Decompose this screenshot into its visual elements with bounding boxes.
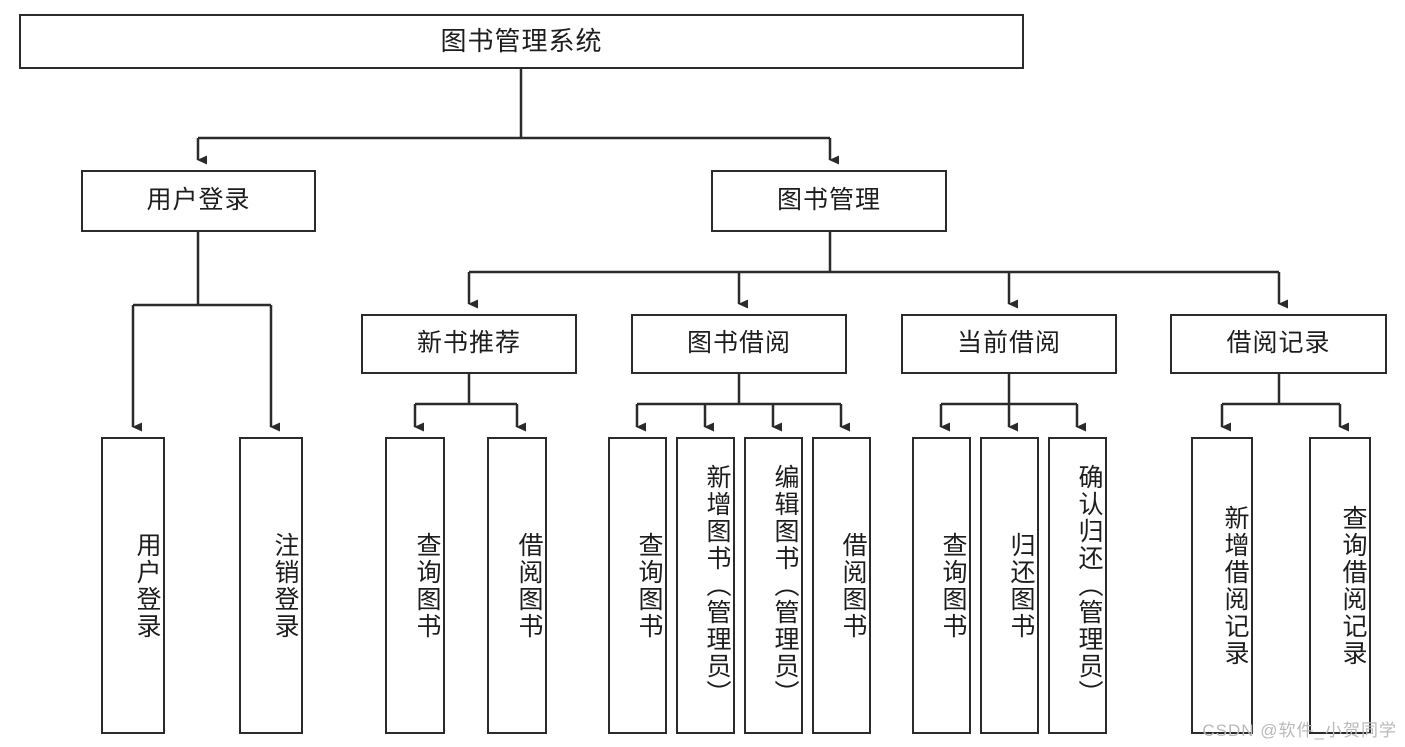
node-leaf-query-book-current[interactable]: 查询图书 bbox=[912, 437, 971, 734]
node-label: 新增借阅记录 bbox=[1221, 504, 1249, 667]
node-label: 查询图书 bbox=[413, 531, 441, 640]
node-leaf-confirm-return-admin[interactable]: 确认归还（管理员） bbox=[1048, 437, 1107, 734]
node-current-borrow[interactable]: 当前借阅 bbox=[901, 314, 1117, 374]
node-leaf-query-book-newbook[interactable]: 查询图书 bbox=[385, 437, 445, 734]
node-leaf-borrow-book[interactable]: 借阅图书 bbox=[812, 437, 871, 734]
node-label: 借阅图书 bbox=[839, 531, 867, 640]
node-root-system[interactable]: 图书管理系统 bbox=[19, 14, 1024, 69]
node-new-book-recommend[interactable]: 新书推荐 bbox=[361, 314, 577, 374]
node-label: 查询图书 bbox=[939, 531, 967, 640]
node-leaf-user-login[interactable]: 用户登录 bbox=[101, 437, 165, 734]
node-leaf-logout[interactable]: 注销登录 bbox=[239, 437, 303, 734]
node-label: 借阅图书 bbox=[515, 531, 543, 640]
node-label: 注销登录 bbox=[271, 531, 299, 640]
node-leaf-query-book[interactable]: 查询图书 bbox=[608, 437, 667, 734]
node-borrow-records[interactable]: 借阅记录 bbox=[1170, 314, 1387, 374]
node-book-management[interactable]: 图书管理 bbox=[711, 170, 947, 232]
node-label: 图书借阅 bbox=[686, 329, 791, 358]
node-leaf-edit-book-admin[interactable]: 编辑图书（管理员） bbox=[744, 437, 803, 734]
node-leaf-query-borrow-record[interactable]: 查询借阅记录 bbox=[1309, 437, 1371, 734]
node-label: 用户登录 bbox=[146, 186, 251, 215]
node-user-login[interactable]: 用户登录 bbox=[81, 170, 316, 232]
node-book-borrow[interactable]: 图书借阅 bbox=[631, 314, 847, 374]
node-label: 确认归还（管理员） bbox=[1075, 464, 1103, 707]
node-label: 当前借阅 bbox=[956, 329, 1061, 358]
node-label: 归还图书 bbox=[1007, 531, 1035, 640]
node-label: 图书管理系统 bbox=[440, 26, 603, 57]
node-label: 查询借阅记录 bbox=[1339, 504, 1367, 667]
node-label: 新增图书（管理员） bbox=[703, 464, 731, 707]
node-leaf-add-borrow-record[interactable]: 新增借阅记录 bbox=[1191, 437, 1253, 734]
node-label: 用户登录 bbox=[133, 531, 161, 640]
node-label: 查询图书 bbox=[635, 531, 663, 640]
node-label: 图书管理 bbox=[776, 186, 881, 215]
node-leaf-return-book[interactable]: 归还图书 bbox=[980, 437, 1039, 734]
node-leaf-add-book-admin[interactable]: 新增图书（管理员） bbox=[676, 437, 735, 734]
node-leaf-borrow-book-newbook[interactable]: 借阅图书 bbox=[487, 437, 547, 734]
node-label: 借阅记录 bbox=[1226, 329, 1331, 358]
node-label: 编辑图书（管理员） bbox=[771, 464, 799, 707]
node-label: 新书推荐 bbox=[416, 329, 521, 358]
